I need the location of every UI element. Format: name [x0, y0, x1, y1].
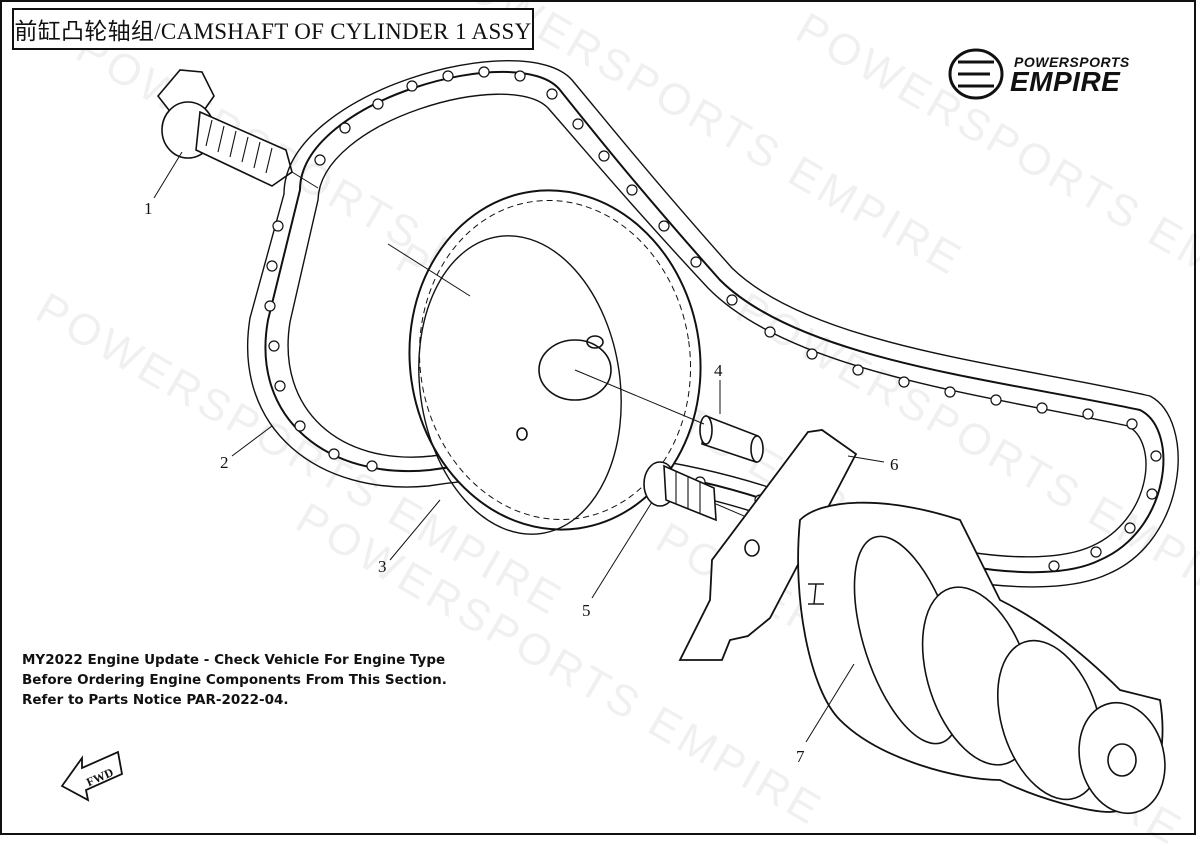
fwd-arrow-icon	[60, 750, 124, 802]
page-title: 前缸凸轮轴组/CAMSHAFT OF CYLINDER 1 ASSY	[12, 8, 534, 50]
callout-5: 5	[582, 601, 591, 620]
brand-main-text: EMPIRE	[1010, 66, 1121, 97]
thrust-plate	[678, 429, 858, 661]
flange-bolt	[156, 69, 319, 189]
callout-2: 2	[220, 453, 229, 472]
callout-4: 4	[714, 361, 723, 380]
callout-1: 1	[144, 199, 153, 218]
notice-line: Refer to Parts Notice PAR-2022-04.	[22, 692, 289, 708]
callout-7: 7	[796, 747, 805, 766]
brand-logo-icon	[948, 48, 1004, 100]
brand-block: POWERSPORTS EMPIRE	[944, 42, 1174, 102]
notice-line: MY2022 Engine Update - Check Vehicle For…	[22, 652, 446, 668]
engine-update-notice: MY2022 Engine Update - Check Vehicle For…	[22, 650, 447, 710]
brand-top-text: POWERSPORTS	[1014, 54, 1130, 70]
chain-rollers	[264, 66, 1162, 572]
callout-3: 3	[378, 557, 387, 576]
callout-6: 6	[890, 455, 899, 474]
callout-leaders	[153, 151, 885, 743]
drawing-sheet	[0, 0, 1196, 835]
dowel-pin	[574, 369, 764, 464]
cam-sprocket	[408, 189, 702, 535]
notice-line: Before Ordering Engine Components From T…	[22, 672, 447, 688]
callout-numbers: 1 2 3 4 5 6 7	[144, 199, 899, 766]
camshaft	[797, 501, 1166, 815]
